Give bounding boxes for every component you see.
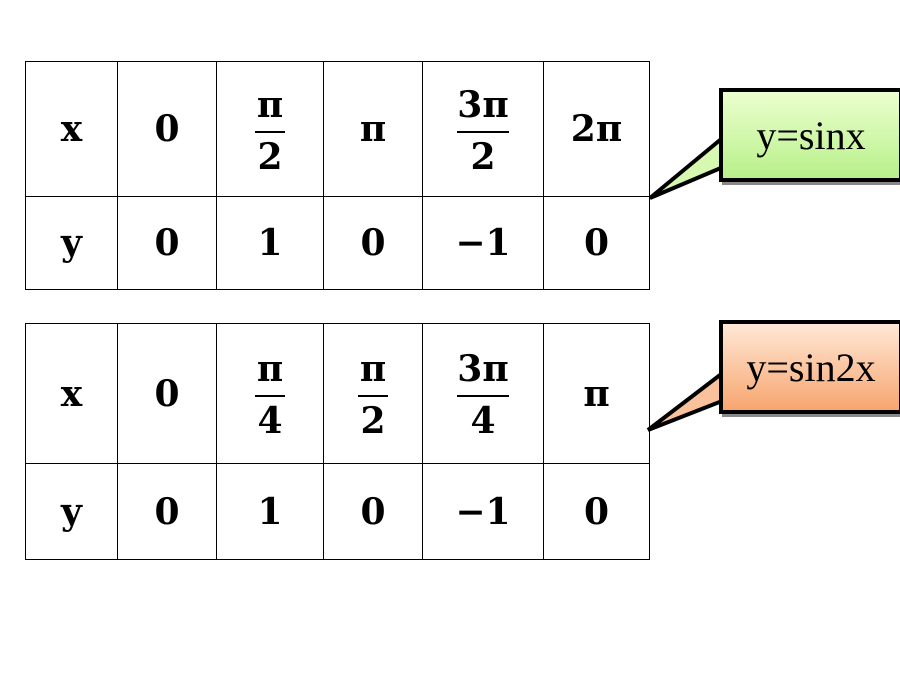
- y-cell: 0: [323, 463, 423, 560]
- callout-sinx: y=sinx: [719, 88, 900, 182]
- denominator: 2: [470, 135, 496, 178]
- denominator: 4: [257, 400, 283, 442]
- table-row-x: x 0 π 4 π 2 3π 4 π: [25, 323, 650, 464]
- numerator: π: [256, 83, 284, 126]
- x-cell: π 2: [216, 61, 324, 197]
- y-cell: 0: [117, 196, 217, 290]
- denominator: 2: [360, 400, 386, 442]
- table-row-y: y 0 1 0 −1 0: [25, 463, 650, 560]
- table-row-x: x 0 π 2 π 3π 2 2π: [25, 61, 650, 197]
- x-cell: 2π: [543, 61, 650, 197]
- x-cell: π 4: [216, 323, 324, 464]
- table-row-y: y 0 1 0 −1 0: [25, 196, 650, 290]
- fraction-bar: [358, 395, 388, 397]
- value-table-sin2x: x 0 π 4 π 2 3π 4 π y 0 1: [25, 323, 650, 560]
- y-cell: −1: [422, 463, 544, 560]
- numerator: π: [359, 348, 387, 390]
- x-cell: π: [323, 61, 423, 197]
- numerator: π: [256, 348, 284, 390]
- row-label-y: y: [25, 196, 118, 290]
- x-cell: 0: [117, 323, 217, 464]
- fraction: π 2: [358, 351, 388, 439]
- row-label-x: x: [25, 323, 118, 464]
- value-table-sinx: x 0 π 2 π 3π 2 2π y 0 1 0 −1 0: [25, 61, 650, 290]
- x-cell: 3π 4: [422, 323, 544, 464]
- y-cell: 0: [323, 196, 423, 290]
- x-cell: π 2: [323, 323, 423, 464]
- fraction-bar: [457, 130, 509, 133]
- fraction: π 4: [255, 351, 285, 439]
- y-cell: 1: [216, 463, 324, 560]
- x-cell: 0: [117, 61, 217, 197]
- denominator: 4: [470, 400, 496, 442]
- y-cell: 1: [216, 196, 324, 290]
- callout-sin2x: y=sin2x: [719, 320, 900, 414]
- fraction: π 2: [255, 87, 285, 175]
- x-cell: 3π 2: [422, 61, 544, 197]
- fraction: 3π 2: [457, 83, 509, 178]
- callout-sin2x-label: y=sin2x: [746, 344, 876, 390]
- x-cell: π: [543, 323, 650, 464]
- fraction-bar: [255, 130, 285, 133]
- fraction-bar: [255, 395, 285, 397]
- row-label-y: y: [25, 463, 118, 560]
- fraction-bar: [457, 395, 509, 397]
- numerator: 3π: [457, 348, 509, 390]
- y-cell: −1: [422, 196, 544, 290]
- row-label-x: x: [25, 61, 118, 197]
- numerator: 3π: [457, 83, 509, 126]
- fraction: 3π 4: [457, 348, 509, 442]
- denominator: 2: [257, 135, 283, 178]
- callout-sinx-label: y=sinx: [756, 112, 866, 158]
- y-cell: 0: [543, 463, 650, 560]
- y-cell: 0: [543, 196, 650, 290]
- y-cell: 0: [117, 463, 217, 560]
